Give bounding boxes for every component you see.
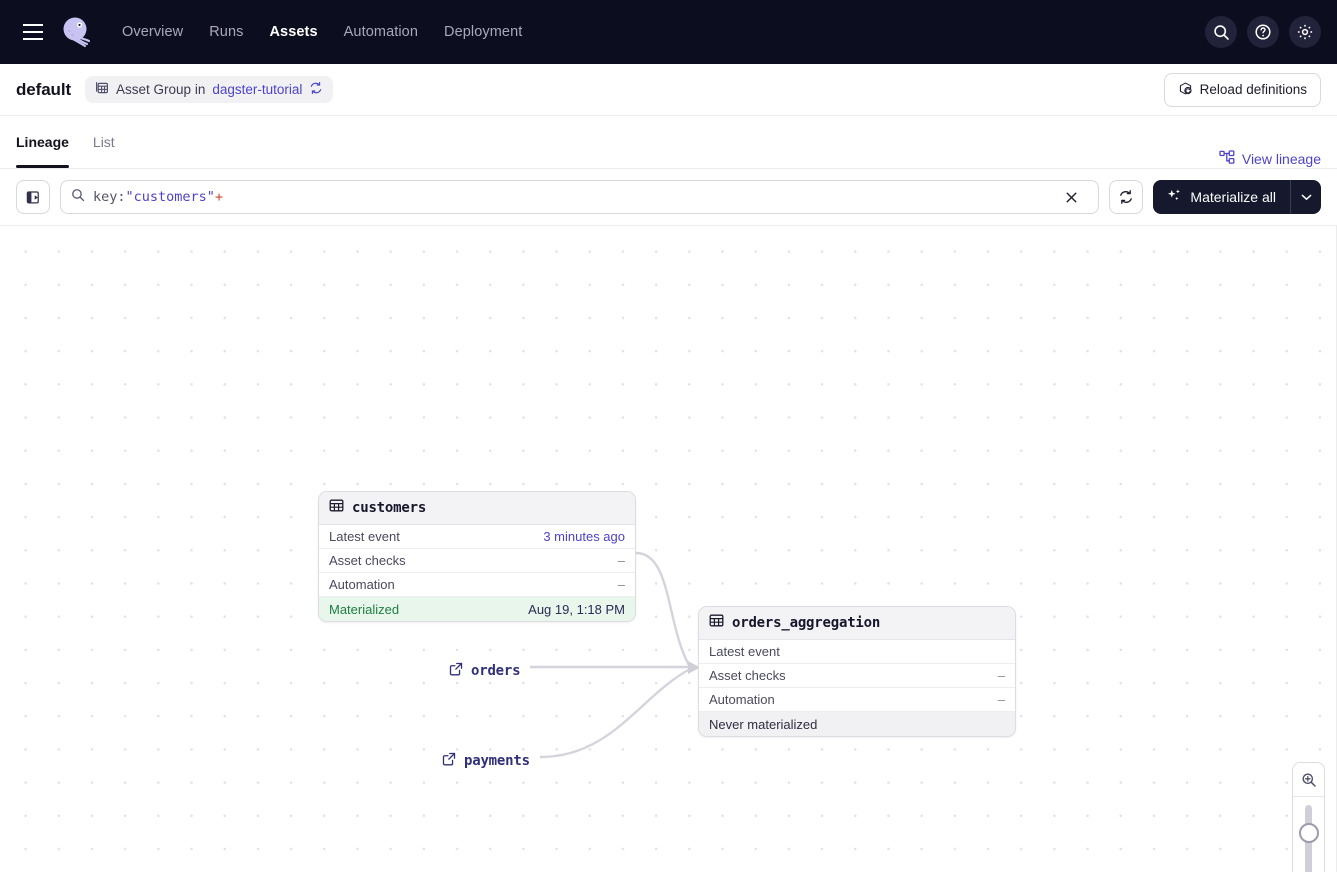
- asset-row-label: Automation: [709, 692, 775, 707]
- materialized-timestamp: Aug 19, 1:18 PM: [528, 601, 625, 617]
- zoom-divider: [1293, 796, 1324, 797]
- lineage-graph-canvas[interactable]: customers Latest event 3 minutes ago Ass…: [0, 226, 1337, 872]
- asset-row-label: Automation: [329, 577, 395, 592]
- graph-edges: [530, 551, 700, 759]
- asset-row-label: Latest event: [709, 644, 780, 659]
- zoom-slider[interactable]: [1293, 797, 1324, 872]
- search-query: key:"customers"+: [93, 189, 223, 205]
- asset-node-orders-aggregation[interactable]: orders_aggregation Latest event Asset ch…: [698, 606, 1016, 737]
- asset-group-icon: [95, 81, 109, 98]
- view-lineage-button[interactable]: View lineage: [1219, 150, 1321, 168]
- table-icon: [329, 498, 344, 518]
- asset-group-link[interactable]: dagster-tutorial: [212, 82, 303, 97]
- zoom-in-icon[interactable]: [1293, 763, 1324, 796]
- reload-definitions-button[interactable]: Reload definitions: [1163, 72, 1321, 107]
- asset-node-title: customers: [352, 500, 427, 516]
- external-asset-label: orders: [471, 663, 521, 679]
- help-icon[interactable]: [1247, 16, 1279, 48]
- asset-row-label: Asset checks: [329, 553, 406, 568]
- asset-node-customers[interactable]: customers Latest event 3 minutes ago Ass…: [318, 491, 636, 622]
- nav-link-automation[interactable]: Automation: [343, 24, 419, 40]
- refresh-icon[interactable]: [1109, 180, 1144, 214]
- tab-list[interactable]: List: [92, 134, 115, 150]
- refresh-icon[interactable]: [309, 81, 323, 98]
- reload-icon: [1178, 81, 1193, 99]
- chevron-down-icon[interactable]: [1291, 180, 1321, 214]
- status-badge: Materialized: [329, 601, 400, 617]
- tab-lineage[interactable]: Lineage: [16, 116, 69, 168]
- expand-panel-icon[interactable]: [16, 180, 50, 214]
- external-link-icon: [442, 752, 456, 770]
- status-badge: Never materialized: [709, 716, 818, 732]
- breadcrumb: default Asset Group in dagster-tutorial: [0, 64, 1337, 116]
- asset-row-materialized[interactable]: Materialized Aug 19, 1:18 PM: [319, 597, 635, 621]
- asset-row-latest-event[interactable]: Latest event: [699, 640, 1015, 664]
- asset-row-label: Asset checks: [709, 668, 786, 683]
- asset-row-automation[interactable]: Automation –: [319, 573, 635, 597]
- external-asset-payments[interactable]: payments: [442, 752, 530, 770]
- asset-row-value: –: [617, 577, 625, 592]
- query-operator: +: [214, 189, 224, 205]
- nav-link-assets[interactable]: Assets: [269, 24, 318, 40]
- asset-row-value: –: [617, 553, 625, 568]
- nav-actions: [1205, 16, 1321, 48]
- external-link-icon: [449, 662, 463, 680]
- table-icon: [709, 613, 724, 633]
- tab-list: Lineage List: [16, 116, 115, 168]
- asset-group-badge[interactable]: Asset Group in dagster-tutorial: [85, 76, 334, 103]
- asset-row-value[interactable]: 3 minutes ago: [543, 529, 625, 544]
- lineage-graph-icon: [1219, 150, 1235, 168]
- nav-link-deployment[interactable]: Deployment: [444, 24, 523, 40]
- search-icon: [71, 188, 85, 207]
- zoom-slider-handle[interactable]: [1298, 823, 1319, 843]
- top-navigation-bar: Overview Runs Assets Automation Deployme…: [0, 0, 1337, 64]
- asset-group-prefix: Asset Group in: [116, 82, 206, 97]
- dagster-logo[interactable]: [56, 12, 96, 52]
- view-lineage-label: View lineage: [1241, 151, 1321, 167]
- materialize-all-label: Materialize all: [1190, 189, 1276, 205]
- asset-row-asset-checks[interactable]: Asset checks –: [319, 549, 635, 573]
- asset-node-header[interactable]: customers: [319, 492, 635, 525]
- asset-row-latest-event[interactable]: Latest event 3 minutes ago: [319, 525, 635, 549]
- zoom-slider-stack: [1292, 762, 1325, 872]
- asset-row-asset-checks[interactable]: Asset checks –: [699, 664, 1015, 688]
- materialize-all-main[interactable]: Materialize all: [1153, 180, 1290, 214]
- nav-link-overview[interactable]: Overview: [122, 24, 184, 40]
- asset-row-automation[interactable]: Automation –: [699, 688, 1015, 712]
- asset-row-never-materialized[interactable]: Never materialized: [699, 712, 1015, 736]
- nav-link-runs[interactable]: Runs: [209, 24, 244, 40]
- query-key: key: [93, 189, 118, 205]
- graph-toolbar: key:"customers"+: [0, 169, 1337, 226]
- gear-icon[interactable]: [1289, 16, 1321, 48]
- asset-node-title: orders_aggregation: [732, 615, 881, 631]
- tab-bar: Lineage List View lineage: [0, 116, 1337, 169]
- external-asset-orders[interactable]: orders: [449, 662, 521, 680]
- search-input[interactable]: key:"customers"+: [60, 180, 1100, 214]
- materialize-divider: [1290, 180, 1291, 214]
- nav-links: Overview Runs Assets Automation Deployme…: [122, 24, 522, 40]
- materialize-all-button[interactable]: Materialize all: [1153, 180, 1321, 214]
- asset-row-label: Latest event: [329, 529, 400, 544]
- close-icon[interactable]: [1054, 180, 1088, 214]
- hamburger-icon[interactable]: [16, 15, 50, 49]
- search-icon[interactable]: [1205, 16, 1237, 48]
- query-value: "customers": [125, 189, 215, 205]
- zoom-controls: [1292, 762, 1325, 872]
- asset-row-value: –: [997, 692, 1005, 707]
- asset-row-value: –: [997, 668, 1005, 683]
- external-asset-label: payments: [464, 753, 530, 769]
- page-title: default: [16, 79, 72, 99]
- reload-definitions-label: Reload definitions: [1199, 82, 1307, 97]
- query-colon: :: [117, 189, 126, 205]
- asset-node-header[interactable]: orders_aggregation: [699, 607, 1015, 640]
- sparkles-icon: [1167, 188, 1182, 206]
